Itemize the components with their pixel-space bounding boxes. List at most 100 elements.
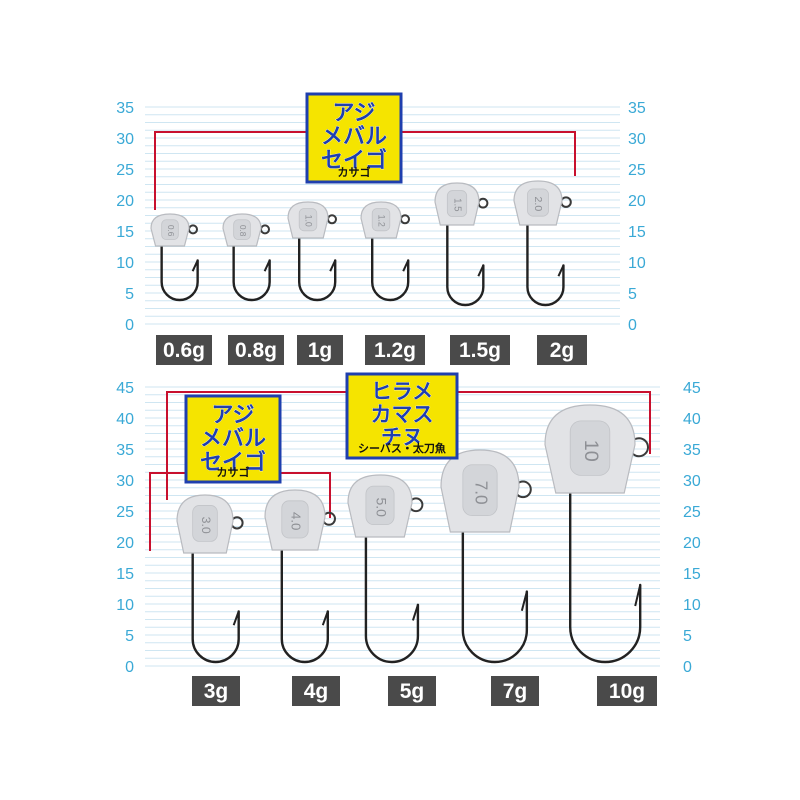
hook <box>569 465 642 664</box>
weight-label: 10g <box>597 676 657 706</box>
scale-tick-left: 35 <box>116 100 134 117</box>
eye-ring <box>400 214 410 225</box>
jig-top-1: 0.8 <box>222 213 271 302</box>
weight-stamp: 1.2 <box>377 215 387 227</box>
badge-sub: カサゴ <box>338 165 371 179</box>
scale-tick-left: 30 <box>116 473 134 490</box>
weight-label: 0.6g <box>156 335 212 365</box>
badge-line: メバル <box>321 124 387 149</box>
hook <box>232 235 271 302</box>
lead-face <box>462 464 498 517</box>
weight-stamp: 1.5 <box>451 198 462 211</box>
hook-barb <box>411 604 419 621</box>
weight-labels: 0.6g 0.8g 1g 1.2g 1.5g 2g 3g 4g 5g 7g 10g <box>156 335 657 706</box>
weight-label: 3g <box>192 676 240 706</box>
hook <box>364 517 420 664</box>
lead-face <box>569 420 611 476</box>
scale-tick-right: 35 <box>628 100 646 117</box>
badge-line: セイゴ <box>200 449 266 474</box>
hook-barb <box>557 264 565 277</box>
scale-tick-right: 20 <box>683 535 701 552</box>
badge-line: アジ <box>332 100 375 125</box>
weight-label-bg <box>450 335 510 365</box>
weight-label-text: 10g <box>609 680 645 703</box>
weight-label-text: 5g <box>400 680 425 703</box>
scale-tick-left: 0 <box>125 317 134 334</box>
lead-face <box>527 188 549 217</box>
jig-top-3: 1.2 <box>360 201 410 302</box>
badge-line: メバル <box>200 426 266 451</box>
hook <box>160 235 199 302</box>
hook-barb <box>263 259 271 272</box>
lead-face <box>371 208 391 232</box>
jig-bottom-1: 4.0 <box>264 489 336 664</box>
jig-top-0: 0.6 <box>150 213 199 302</box>
jig-top-2: 1.0 <box>287 201 337 302</box>
hook <box>280 530 329 664</box>
eye-ring <box>260 224 270 235</box>
weight-label: 1.2g <box>365 335 425 365</box>
lead-face <box>281 500 309 539</box>
jig-heads: 0.6 0.8 1.0 1.2 1.5 2.0 3.0 4.0 5.0 7.0 10 <box>150 180 649 664</box>
weight-label-text: 1.2g <box>374 339 416 362</box>
weight-stamp: 2.0 <box>532 197 544 212</box>
hook <box>371 226 410 302</box>
lead-face <box>192 505 218 542</box>
hook <box>191 534 240 664</box>
lead-face <box>233 219 251 240</box>
weight-stamp: 4.0 <box>289 512 304 530</box>
scale-tick-left: 20 <box>116 535 134 552</box>
weight-label-bg <box>597 676 657 706</box>
weight-stamp: 1.0 <box>304 215 314 227</box>
weight-label: 4g <box>292 676 340 706</box>
weight-label-bg <box>192 676 240 706</box>
scale-tick-left: 0 <box>125 659 134 676</box>
lead-face <box>298 208 318 232</box>
badge-line: セイゴ <box>321 147 387 172</box>
weight-label: 1g <box>297 335 343 365</box>
jig-bottom-0: 3.0 <box>176 494 244 664</box>
weight-stamp: 10 <box>580 440 602 462</box>
weight-label-bg <box>156 335 212 365</box>
weight-label-bg <box>537 335 587 365</box>
weight-label-text: 1g <box>308 339 333 362</box>
weight-stamp: 3.0 <box>199 517 213 534</box>
jig-bottom-3: 7.0 <box>440 449 532 664</box>
scale-tick-right: 25 <box>628 162 646 179</box>
weight-label: 0.8g <box>228 335 284 365</box>
weight-label-bg <box>365 335 425 365</box>
weight-stamp: 5.0 <box>373 497 389 517</box>
weight-label-bg <box>388 676 436 706</box>
weight-label-text: 7g <box>503 680 528 703</box>
scale-tick-left: 15 <box>116 224 134 241</box>
badge-line: チヌ <box>381 426 423 449</box>
hook-barb <box>634 584 642 607</box>
scale-tick-right: 20 <box>628 193 646 210</box>
weight-label-text: 0.6g <box>163 339 205 362</box>
hook-barb <box>321 611 329 626</box>
scale-tick-right: 45 <box>683 380 701 397</box>
weight-stamp: 0.6 <box>166 225 176 237</box>
weight-label-text: 2g <box>550 339 575 362</box>
badge-line: アジ <box>211 402 254 427</box>
scale-tick-left: 5 <box>125 286 134 303</box>
scale-tick-right: 15 <box>628 224 646 241</box>
weight-label: 5g <box>388 676 436 706</box>
hook-barb <box>191 259 199 272</box>
eye-ring <box>327 214 337 225</box>
jig-bottom-2: 5.0 <box>347 474 424 664</box>
weight-label: 1.5g <box>450 335 510 365</box>
scale-tick-left: 25 <box>116 162 134 179</box>
scale-tick-left: 20 <box>116 193 134 210</box>
eye-ring <box>560 196 572 208</box>
scale-tick-left: 25 <box>116 504 134 521</box>
hook <box>446 211 485 307</box>
badge-box <box>184 394 282 484</box>
hook <box>526 210 565 307</box>
jig-top-4: 1.5 <box>434 182 489 307</box>
badge-line: ヒラメ <box>371 381 433 404</box>
